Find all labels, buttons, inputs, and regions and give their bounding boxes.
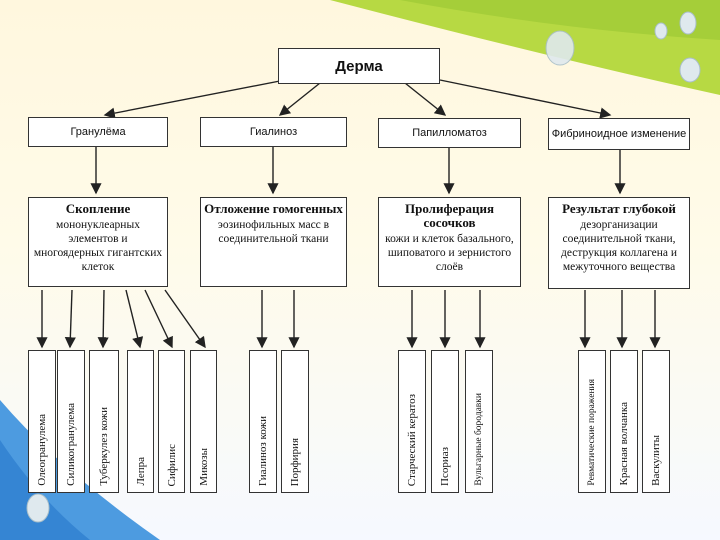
water-drop-icon (679, 11, 697, 35)
leaf-label: Старческий кератоз (406, 393, 418, 486)
header-label: Фибриноидное изменение (551, 128, 687, 140)
description-fibrinoid: Результат глубокой дезорганизации соедин… (548, 197, 690, 289)
leaf-tuberculosis: Туберкулез кожи (89, 350, 119, 493)
water-drop-icon (26, 493, 50, 523)
leaf-label: Порфирия (289, 437, 301, 486)
leaf-label: Олеогранулема (36, 414, 48, 486)
header-granuloma: Гранулёма (28, 117, 168, 147)
header-hyalinosis: Гиалиноз (200, 117, 347, 147)
leaf-label: Сифилис (165, 443, 178, 487)
description-hyalinosis: Отложение гомогенных эозинофильных масс … (200, 197, 347, 287)
green-swoosh-inner (400, 0, 720, 40)
leaf-skin-hyalinosis: Гиалиноз кожи (249, 350, 277, 493)
leaf-label: Лепра (134, 457, 147, 486)
leaf-lupus: Красная волчанка (610, 350, 638, 493)
leaf-oleogranuloma: Олеогранулема (28, 350, 56, 493)
leaf-rheumatic-lesions: Ревматические поражения (578, 350, 606, 493)
leaf-porphyria: Порфирия (281, 350, 309, 493)
leaf-label: Красная волчанка (618, 402, 630, 486)
description-title: Результат глубокой (562, 201, 676, 216)
description-body: эозинофильных масс в соединительной ткан… (217, 219, 330, 245)
leaf-senile-keratosis: Старческий кератоз (398, 350, 426, 493)
water-drop-icon (679, 57, 701, 83)
leaf-label: Гиалиноз кожи (257, 415, 269, 486)
leaf-label: Микозы (197, 448, 210, 486)
water-drop-icon (545, 30, 575, 66)
leaf-common-warts: Вульгарные бородавки (465, 350, 493, 493)
description-granuloma: Скопление мононуклеарных элементов и мно… (28, 197, 168, 287)
header-papillomatosis: Папилломатоз (378, 118, 521, 148)
description-title: Пролиферация сосочков (405, 201, 494, 230)
description-title: Скопление (65, 201, 131, 216)
leaf-label: Вульгарные бородавки (474, 393, 484, 486)
header-label: Папилломатоз (412, 127, 487, 139)
root-label: Дерма (335, 57, 383, 75)
blue-corner-inner (0, 440, 90, 540)
leaf-label: Ревматические поражения (587, 379, 597, 486)
header-label: Гиалиноз (249, 126, 298, 138)
leaf-vasculitis: Васкулиты (642, 350, 670, 493)
header-label: Гранулёма (70, 126, 126, 138)
leaf-label: Васкулиты (650, 435, 662, 486)
description-papillomatosis: Пролиферация сосочков кожи и клеток база… (378, 197, 521, 287)
description-body: кожи и клеток базального, шиповатого и з… (385, 233, 514, 273)
root-node-derma: Дерма (278, 48, 440, 84)
leaf-label: Туберкулез кожи (98, 407, 110, 486)
description-title: Отложение гомогенных (204, 201, 343, 216)
description-body: мононуклеарных элементов и многоядерных … (33, 219, 163, 273)
leaf-psoriasis: Псориаз (431, 350, 459, 493)
leaf-mycoses: Микозы (190, 350, 217, 493)
water-drop-icon (654, 22, 668, 40)
leaf-silicogranuloma: Силикогранулема (57, 350, 85, 493)
description-body: дезорганизации соединительной ткани, дес… (560, 219, 678, 273)
header-fibrinoid: Фибриноидное изменение (548, 118, 690, 150)
leaf-lepra: Лепра (127, 350, 154, 493)
leaf-label: Силикогранулема (65, 403, 77, 486)
leaf-syphilis: Сифилис (158, 350, 185, 493)
leaf-label: Псориаз (439, 447, 451, 486)
